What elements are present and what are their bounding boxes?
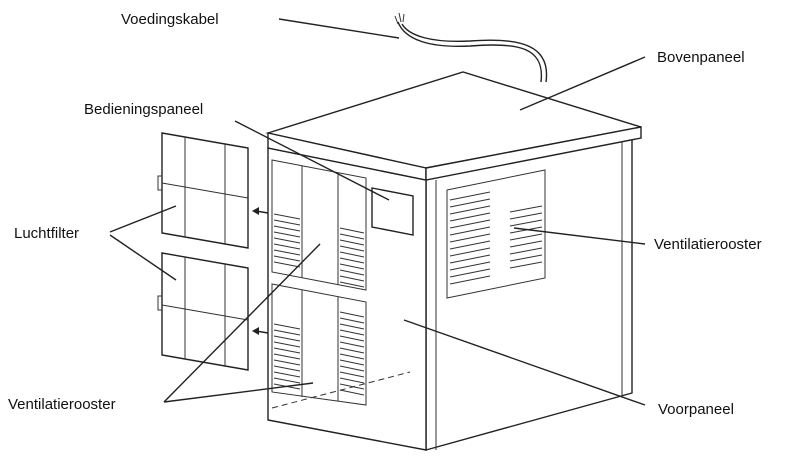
vent-slat bbox=[509, 205, 543, 213]
vent-slat bbox=[449, 254, 491, 264]
vent-slat bbox=[273, 359, 301, 366]
vent-slat bbox=[273, 255, 301, 262]
vent-slat bbox=[509, 247, 543, 255]
vent-slat bbox=[509, 212, 543, 220]
air-filter-lower bbox=[157, 252, 249, 371]
vent-slat bbox=[449, 198, 491, 208]
label-ventilatierooster-side: Ventilatierooster bbox=[654, 236, 762, 253]
vent-slat bbox=[273, 353, 301, 360]
vent-slat bbox=[509, 261, 543, 269]
air-filter-upper bbox=[157, 132, 249, 249]
front-vent-lower bbox=[271, 283, 367, 406]
vent-slat bbox=[339, 341, 365, 348]
vent-slat bbox=[273, 213, 301, 220]
vent-slat bbox=[339, 233, 365, 240]
vent-slat bbox=[449, 219, 491, 229]
vent-slat bbox=[339, 323, 365, 330]
vent-slat bbox=[449, 247, 491, 257]
vent-slat bbox=[449, 268, 491, 278]
vent-slat bbox=[339, 245, 365, 252]
vent-slat bbox=[273, 347, 301, 354]
vent-slat bbox=[339, 347, 365, 354]
vent-slat bbox=[449, 226, 491, 236]
vent-slat bbox=[273, 261, 301, 268]
side-panel bbox=[425, 126, 633, 451]
vent-slat bbox=[509, 233, 543, 241]
leader-lines bbox=[109, 18, 646, 406]
vent-slat bbox=[449, 212, 491, 222]
power-cable bbox=[394, 12, 548, 83]
vent-slat bbox=[339, 335, 365, 342]
insert-arrow-upper bbox=[252, 207, 269, 215]
vent-slat bbox=[339, 263, 365, 270]
vent-slat bbox=[339, 389, 365, 396]
cabinet bbox=[265, 71, 642, 451]
vent-slat bbox=[273, 323, 301, 330]
vent-slat bbox=[509, 219, 543, 227]
vent-slat bbox=[339, 281, 365, 288]
vent-slat bbox=[449, 261, 491, 271]
vent-slat bbox=[339, 377, 365, 384]
vent-slat bbox=[273, 243, 301, 250]
vent-slat bbox=[273, 329, 301, 336]
vent-slat bbox=[339, 269, 365, 276]
label-voorpaneel: Voorpaneel bbox=[658, 401, 734, 418]
vent-slat bbox=[273, 365, 301, 372]
vent-slat bbox=[339, 353, 365, 360]
label-voedingskabel: Voedingskabel bbox=[121, 11, 219, 28]
label-ventilatierooster-front: Ventilatierooster bbox=[8, 396, 116, 413]
vent-slat bbox=[273, 231, 301, 238]
vent-slat bbox=[273, 225, 301, 232]
vent-slat bbox=[273, 219, 301, 226]
vent-slat bbox=[509, 254, 543, 262]
vent-slat bbox=[449, 191, 491, 201]
vent-slat bbox=[449, 275, 491, 285]
vent-slat bbox=[339, 311, 365, 318]
vent-slat bbox=[339, 227, 365, 234]
vent-slat bbox=[273, 335, 301, 342]
vent-slat bbox=[339, 239, 365, 246]
vent-slat bbox=[339, 365, 365, 372]
vent-slat bbox=[273, 249, 301, 256]
label-bedieningspaneel: Bedieningspaneel bbox=[84, 101, 203, 118]
side-vent bbox=[446, 169, 546, 299]
insert-arrow-lower bbox=[252, 327, 269, 335]
vent-slat bbox=[449, 240, 491, 250]
vent-slat bbox=[339, 383, 365, 390]
vent-slat bbox=[449, 233, 491, 243]
vent-slat bbox=[273, 237, 301, 244]
vent-slat bbox=[509, 240, 543, 248]
vent-slat bbox=[273, 341, 301, 348]
vent-slat bbox=[339, 251, 365, 258]
vent-slat bbox=[339, 317, 365, 324]
label-luchtfilter: Luchtfilter bbox=[14, 225, 79, 242]
vent-slat bbox=[339, 275, 365, 282]
vent-slat bbox=[339, 359, 365, 366]
vent-slat bbox=[339, 371, 365, 378]
label-bovenpaneel: Bovenpaneel bbox=[657, 49, 745, 66]
control-panel bbox=[371, 187, 414, 236]
vent-slat bbox=[273, 371, 301, 378]
vent-slat bbox=[449, 205, 491, 215]
vent-slat bbox=[339, 329, 365, 336]
vent-slat bbox=[339, 257, 365, 264]
vent-slat bbox=[273, 377, 301, 384]
